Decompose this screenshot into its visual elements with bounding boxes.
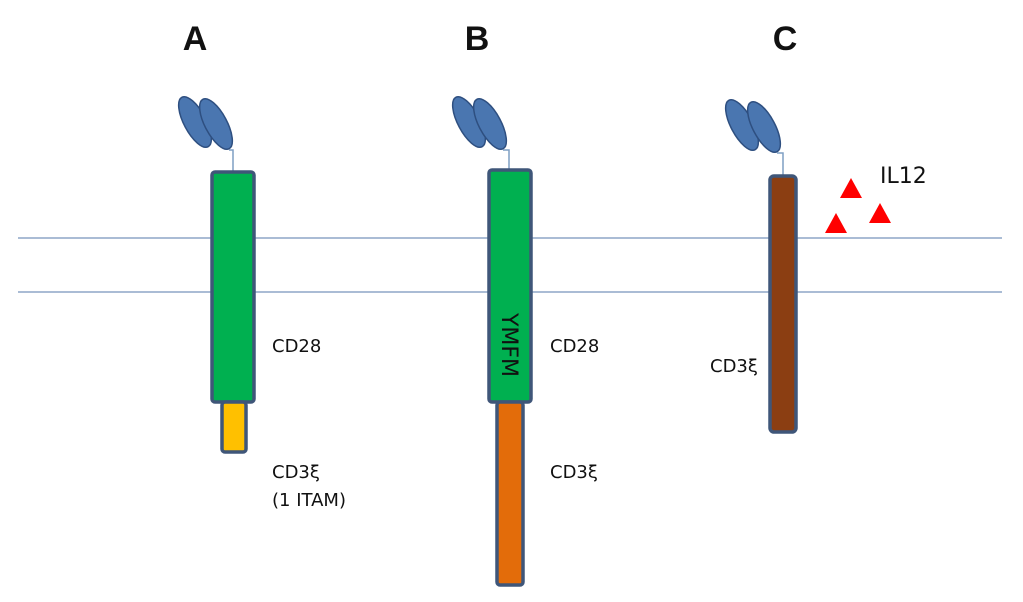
- panel-b-scfv-icon: [451, 95, 510, 170]
- scfv-light-domain: [198, 97, 234, 151]
- panel-a: A CD28 CD3ξ (1 ITAM): [177, 20, 346, 511]
- panel-a-letter: A: [183, 20, 208, 58]
- panel-c-scfv-icon: [724, 98, 784, 176]
- il12-cytokine-icons: [825, 178, 891, 233]
- il12-triangle-icon: [825, 213, 847, 233]
- panel-c-cd3z-label: CD3ξ: [710, 356, 758, 377]
- il12-label: IL12: [880, 164, 927, 189]
- panel-a-cd28-domain: [210, 170, 256, 404]
- panel-b-ymfm-motif: YMFM: [496, 312, 521, 377]
- panel-a-cd3z-label: CD3ξ: [272, 462, 320, 483]
- panel-b-cd3z-domain: [495, 400, 525, 587]
- panel-b: B YMFM CD28 CD3ξ: [451, 20, 599, 587]
- panel-c: C CD3ξ IL12: [710, 20, 927, 434]
- scfv-light-domain: [472, 97, 508, 151]
- scfv-light-domain: [746, 100, 782, 154]
- panel-c-letter: C: [773, 20, 798, 58]
- panel-a-cd3z-domain: [220, 400, 248, 454]
- il12-triangle-icon: [869, 203, 891, 223]
- panel-b-cd3z-label: CD3ξ: [550, 462, 598, 483]
- panel-c-cd3z-domain: [768, 174, 798, 434]
- panel-a-itam-note: (1 ITAM): [272, 490, 346, 511]
- scfv-hinge: [503, 149, 510, 170]
- panel-a-cd28-label: CD28: [272, 336, 321, 357]
- scfv-hinge: [777, 152, 784, 176]
- il12-triangle-icon: [840, 178, 862, 198]
- panel-a-scfv-icon: [177, 95, 234, 172]
- panel-b-letter: B: [465, 20, 490, 58]
- scfv-hinge: [229, 149, 234, 172]
- panel-b-cd28-label: CD28: [550, 336, 599, 357]
